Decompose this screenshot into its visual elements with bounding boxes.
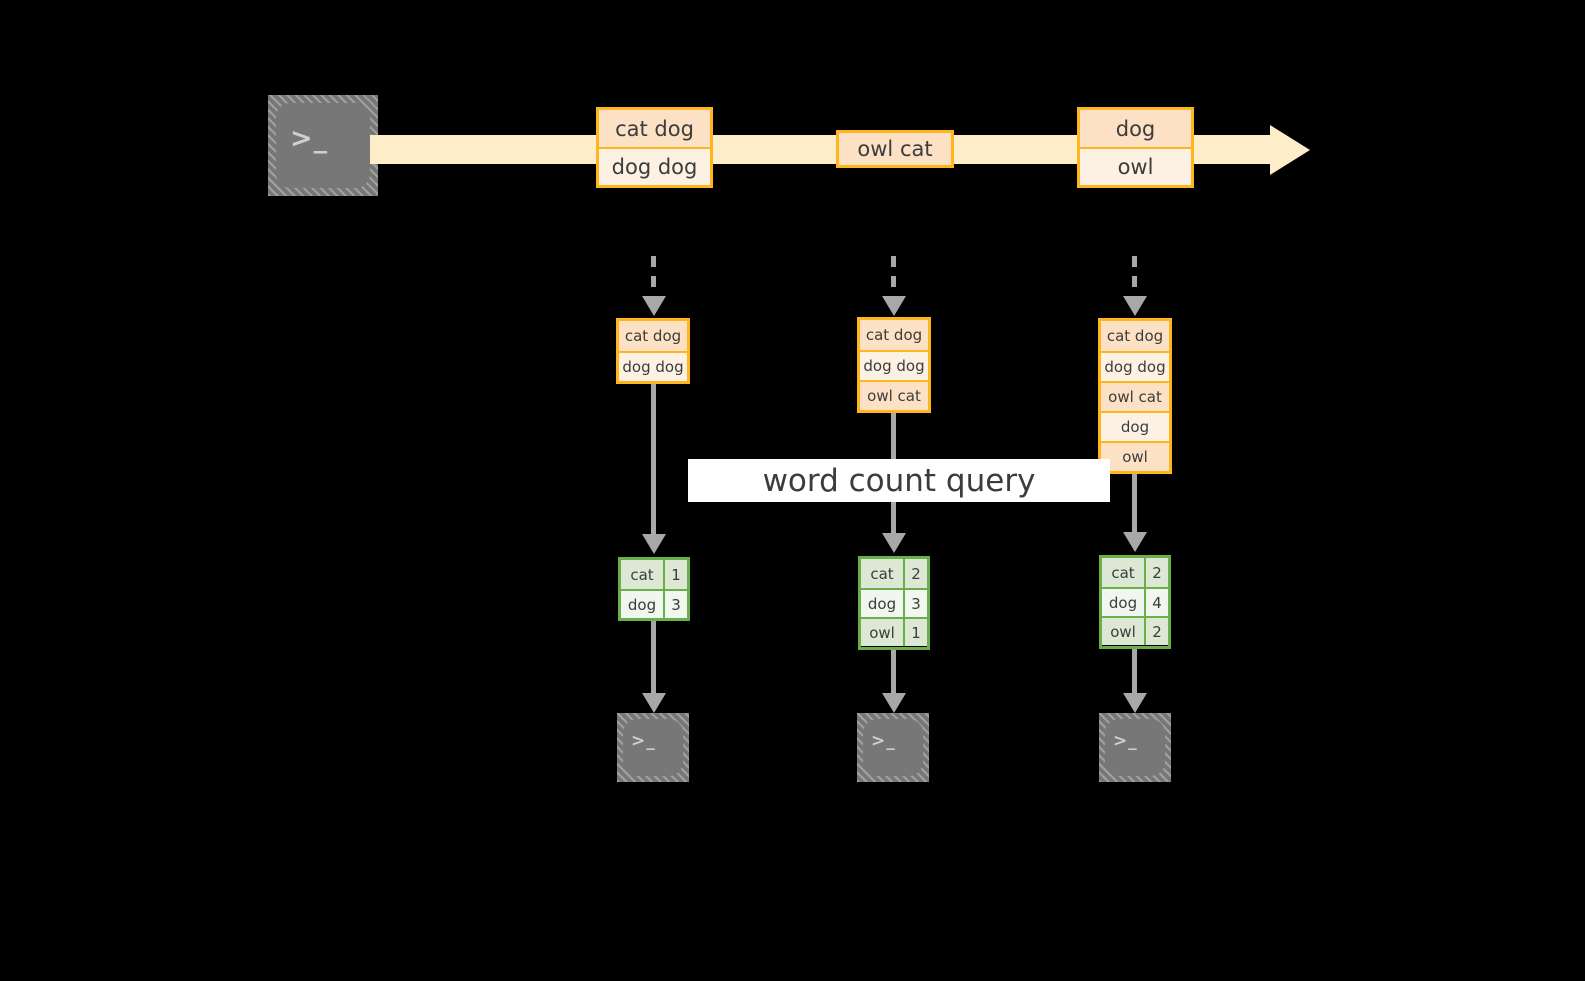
snapshot-1-sink-terminal-icon: >_ xyxy=(617,713,689,782)
snapshot-event-row: owl cat xyxy=(860,380,928,410)
stream-event-row: owl xyxy=(1080,147,1191,185)
source-terminal-icon: >_ xyxy=(268,95,378,196)
result-count-cell: 2 xyxy=(1146,618,1168,645)
snapshot-3-result-table: cat 2 dog 4 owl 2 xyxy=(1099,555,1171,649)
snapshot-1-event-log: cat dog dog dog xyxy=(616,318,690,384)
result-count-cell: 3 xyxy=(905,590,927,617)
query-label: word count query xyxy=(688,459,1110,502)
table-row: dog 4 xyxy=(1102,587,1168,616)
terminal-prompt-glyph: >_ xyxy=(290,123,329,154)
terminal-prompt-glyph: >_ xyxy=(631,731,656,751)
snapshot-event-row: cat dog xyxy=(1101,321,1169,351)
snapshot-1-query-arrowhead xyxy=(642,534,666,554)
snapshot-2-sink-arrowhead xyxy=(882,693,906,713)
result-word-cell: owl xyxy=(861,619,905,646)
result-word-cell: cat xyxy=(621,560,665,589)
snapshot-event-row: cat dog xyxy=(619,321,687,351)
stream-event-group-2: owl cat xyxy=(836,130,954,168)
table-row: cat 2 xyxy=(1102,558,1168,587)
stream-event-row: owl cat xyxy=(839,133,951,165)
table-row: cat 1 xyxy=(621,560,687,589)
snapshot-3-query-arrowhead xyxy=(1123,532,1147,552)
snapshot-event-row: cat dog xyxy=(860,320,928,350)
snapshot-event-row: owl xyxy=(1101,441,1169,471)
snapshot-2-result-table: cat 2 dog 3 owl 1 xyxy=(858,556,930,650)
snapshot-2-query-arrowhead xyxy=(882,533,906,553)
snapshot-event-row: dog dog xyxy=(1101,351,1169,381)
terminal-screen xyxy=(276,103,370,188)
result-count-cell: 3 xyxy=(665,591,687,618)
result-word-cell: cat xyxy=(861,559,905,588)
snapshot-2-trigger-line xyxy=(891,256,896,298)
stream-event-group-3: dog owl xyxy=(1077,107,1194,188)
snapshot-1-sink-line xyxy=(651,621,656,695)
result-word-cell: owl xyxy=(1102,618,1146,645)
result-count-cell: 4 xyxy=(1146,589,1168,616)
snapshot-3-query-line xyxy=(1132,474,1137,535)
result-word-cell: cat xyxy=(1102,558,1146,587)
result-count-cell: 2 xyxy=(905,559,927,588)
snapshot-2-sink-line xyxy=(891,650,896,695)
table-row: dog 3 xyxy=(621,589,687,618)
stream-event-group-1: cat dog dog dog xyxy=(596,107,713,188)
snapshot-2-event-log: cat dog dog dog owl cat xyxy=(857,317,931,413)
table-row: owl 2 xyxy=(1102,616,1168,645)
terminal-screen xyxy=(863,719,923,776)
snapshot-3-sink-line xyxy=(1132,649,1137,695)
stream-event-row: cat dog xyxy=(599,110,710,147)
snapshot-2-sink-terminal-icon: >_ xyxy=(857,713,929,782)
snapshot-3-event-log: cat dog dog dog owl cat dog owl xyxy=(1098,318,1172,474)
result-word-cell: dog xyxy=(621,591,665,618)
stream-event-row: dog xyxy=(1080,110,1191,147)
terminal-screen xyxy=(1105,719,1165,776)
table-row: owl 1 xyxy=(861,617,927,646)
snapshot-1-trigger-arrowhead xyxy=(642,296,666,316)
snapshot-event-row: dog dog xyxy=(619,351,687,381)
snapshot-3-trigger-line xyxy=(1132,256,1137,298)
snapshot-1-sink-arrowhead xyxy=(642,693,666,713)
table-row: cat 2 xyxy=(861,559,927,588)
result-word-cell: dog xyxy=(1102,589,1146,616)
result-word-cell: dog xyxy=(861,590,905,617)
snapshot-3-sink-arrowhead xyxy=(1123,693,1147,713)
terminal-prompt-glyph: >_ xyxy=(1113,731,1138,751)
result-count-cell: 1 xyxy=(665,560,687,589)
snapshot-3-trigger-arrowhead xyxy=(1123,296,1147,316)
snapshot-1-query-line xyxy=(651,384,656,536)
result-count-cell: 1 xyxy=(905,619,927,646)
stream-event-row: dog dog xyxy=(599,147,710,185)
snapshot-2-trigger-arrowhead xyxy=(882,296,906,316)
terminal-prompt-glyph: >_ xyxy=(871,731,896,751)
terminal-screen xyxy=(623,719,683,776)
stream-arrowhead xyxy=(1270,125,1310,175)
snapshot-event-row: dog xyxy=(1101,411,1169,441)
result-count-cell: 2 xyxy=(1146,558,1168,587)
snapshot-1-result-table: cat 1 dog 3 xyxy=(618,557,690,621)
snapshot-event-row: dog dog xyxy=(860,350,928,380)
snapshot-event-row: owl cat xyxy=(1101,381,1169,411)
snapshot-1-trigger-line xyxy=(651,256,656,298)
table-row: dog 3 xyxy=(861,588,927,617)
snapshot-3-sink-terminal-icon: >_ xyxy=(1099,713,1171,782)
